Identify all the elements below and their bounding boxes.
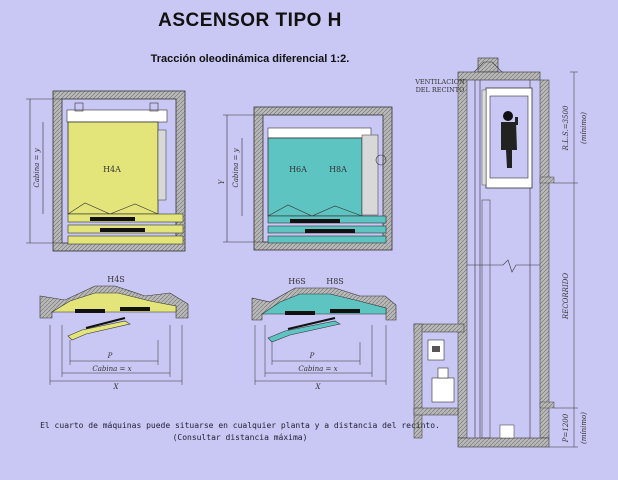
vent-label-1: VENTILACION [414, 78, 465, 86]
dim-p-right: P [309, 352, 315, 360]
dim-x-left: X [113, 383, 120, 391]
footer-note-line1: El cuarto de máquinas puede situarse en … [40, 421, 440, 430]
plan-h4a [26, 90, 186, 252]
rls-label: R.L.S.=3500 [562, 105, 570, 151]
section-h4s [39, 285, 189, 385]
car-h6a-h8a [267, 137, 363, 217]
section-h6s-h8s [251, 287, 397, 385]
car-label-h8a: H8A [329, 165, 347, 174]
dim-p-left: P [107, 352, 113, 360]
section-label-h4s: H4S [107, 275, 125, 284]
shaft-elevation [413, 57, 578, 448]
dim-Y-right: Y [218, 178, 226, 184]
dim-cabina-x-right: Cabina = x [298, 365, 337, 373]
vent-label-2: DEL RECINTO [416, 86, 465, 94]
pit-min-label: (mínimo) [580, 412, 588, 444]
pit-label: P=1200 [562, 413, 570, 443]
plan-h6a-h8a [223, 106, 393, 251]
section-label-h6s: H6S [288, 277, 306, 286]
page-subtitle: Tracción oleodinámica diferencial 1:2. [150, 53, 350, 65]
section-label-h8s: H8S [326, 277, 344, 286]
footer-note-line2: (Consultar distancia máxima) [172, 433, 308, 442]
dim-cabina-y-left: Cabina = y [33, 147, 41, 187]
dim-x-right: X [315, 383, 322, 391]
dim-cabina-x-left: Cabina = x [92, 365, 131, 373]
rls-min-label: (mínimo) [580, 112, 588, 144]
car-label-h4a: H4A [103, 165, 121, 174]
page-title: ASCENSOR TIPO H [158, 10, 342, 31]
recorrido-label: RECORRIDO [562, 273, 570, 320]
car-label-h6a: H6A [289, 165, 307, 174]
dim-cabina-y-right: Cabina = y [232, 147, 240, 187]
